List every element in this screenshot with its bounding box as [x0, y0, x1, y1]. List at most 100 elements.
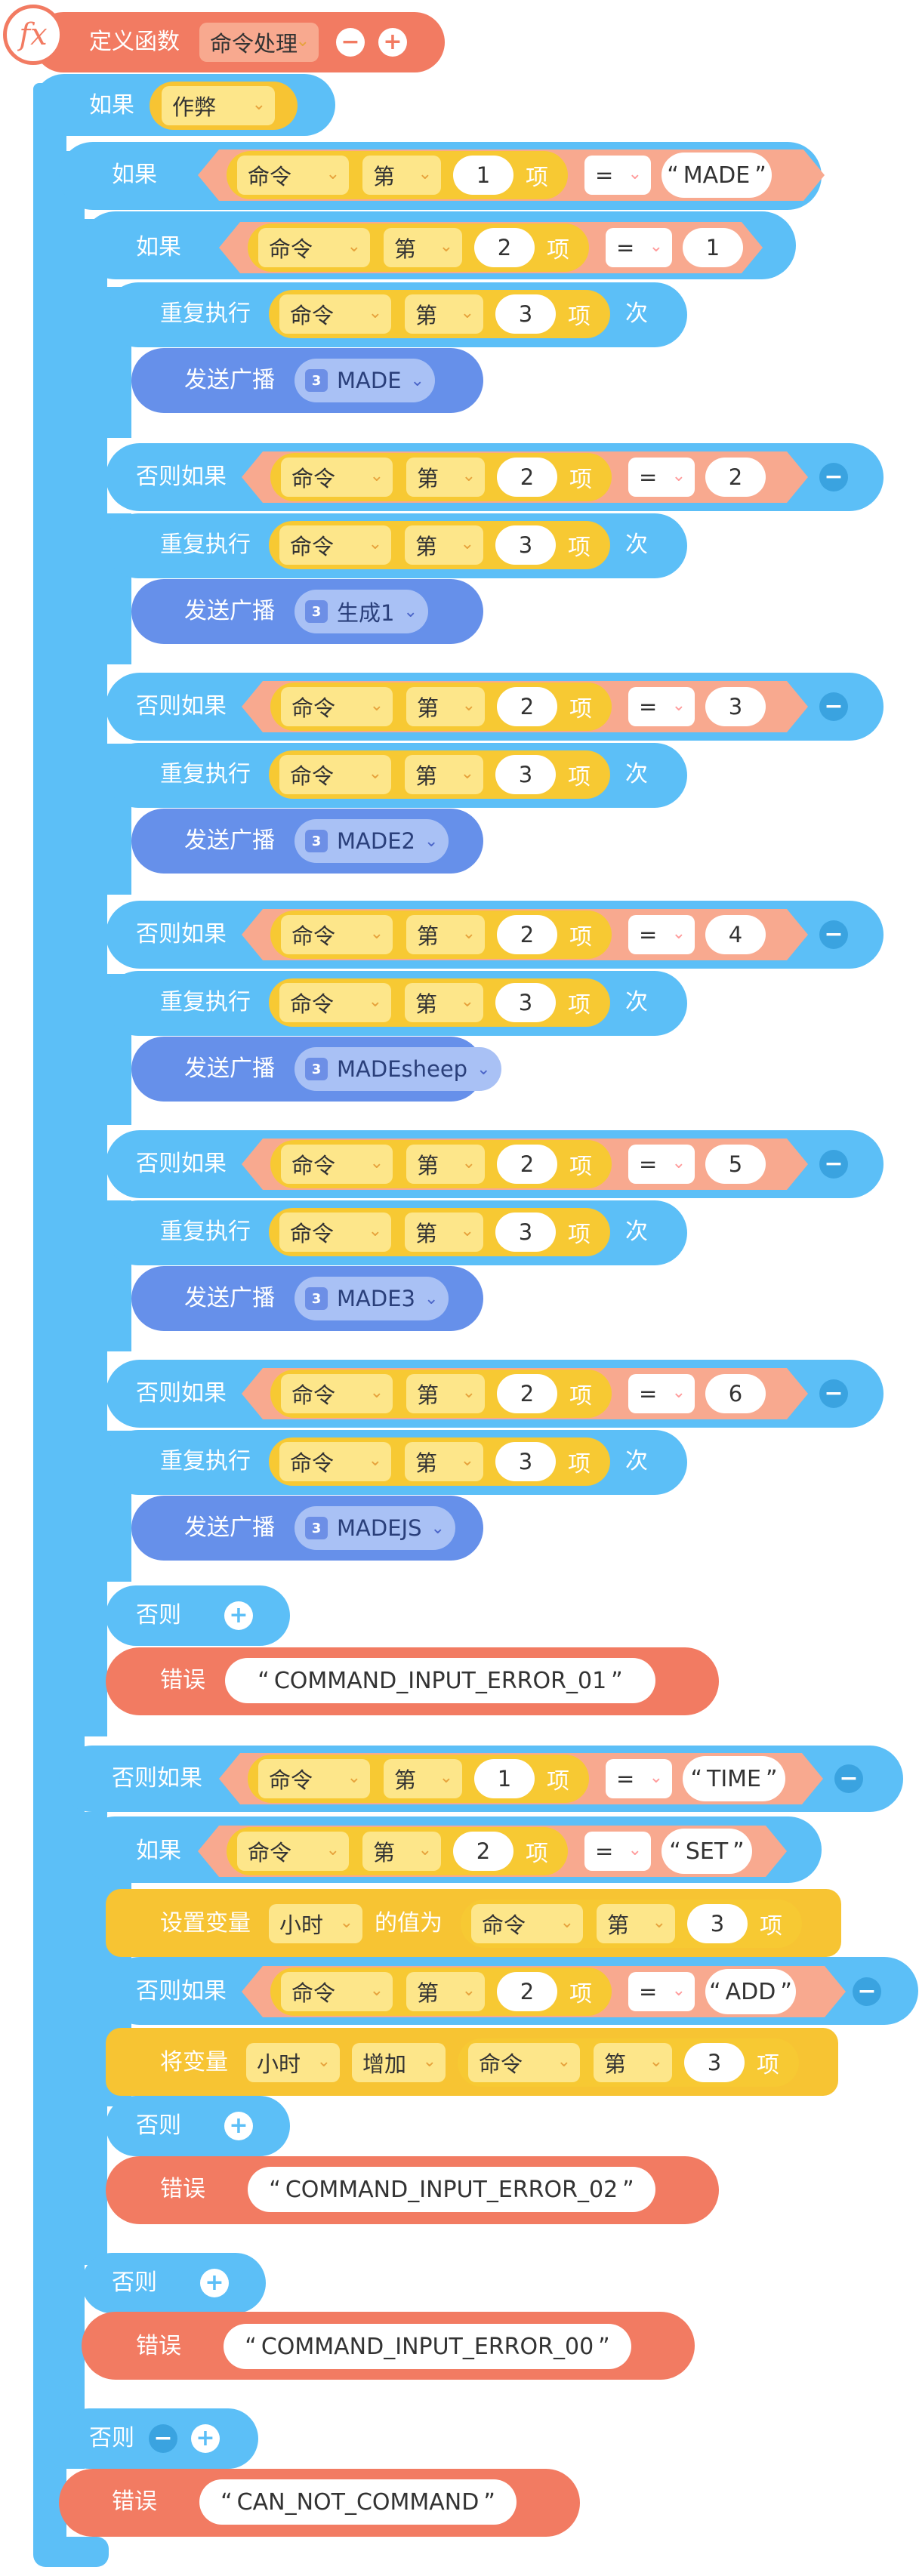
set-variable-dropdown[interactable]: 小时⌄ — [269, 1904, 362, 1943]
else-if-add-remove-button[interactable]: − — [853, 1977, 881, 2006]
else-if-6-condition-left-index-input[interactable]: 2 — [497, 1374, 557, 1413]
else-if-add-condition-left-index-input[interactable]: 2 — [497, 1972, 557, 2011]
set-variable-value-index-dropdown[interactable]: 第⌄ — [597, 1904, 675, 1943]
set-variable-value-index-input[interactable]: 3 — [687, 1904, 748, 1943]
change-variable-value-index-input[interactable]: 3 — [684, 2043, 745, 2082]
else-if-time-condition-left-index-input[interactable]: 1 — [474, 1759, 535, 1798]
else-if-time-remove-button[interactable]: − — [834, 1764, 863, 1793]
else-time-sub-add-button[interactable]: + — [224, 2112, 253, 2140]
else-if-2-condition-left-index-input[interactable]: 2 — [497, 458, 557, 497]
else-if-time-condition-right-string[interactable]: “TIME” — [683, 1756, 785, 1801]
group3-repeat-count-index-dropdown[interactable]: 第⌄ — [405, 755, 483, 794]
else-if-2-condition-left-list-dropdown[interactable]: 命令⌄ — [281, 458, 393, 497]
else-if-6-condition-left-index-dropdown[interactable]: 第⌄ — [406, 1374, 485, 1413]
group5-repeat-count-index-input[interactable]: 3 — [495, 1213, 556, 1252]
else-if-5-condition-left-index-dropdown[interactable]: 第⌄ — [406, 1145, 485, 1184]
if-sub1-condition-operator-dropdown[interactable]: =⌄ — [606, 228, 672, 267]
if-sub1-condition-right-value[interactable]: 1 — [683, 228, 743, 267]
change-variable-dropdown[interactable]: 小时⌄ — [246, 2043, 340, 2082]
else-cheat-add-button[interactable]: + — [191, 2424, 220, 2453]
else-if-time-condition-operator-dropdown[interactable]: =⌄ — [606, 1759, 672, 1798]
if-sub1-condition-left-index-dropdown[interactable]: 第⌄ — [384, 228, 462, 267]
group3-repeat-count-index-input[interactable]: 3 — [495, 755, 556, 794]
else-if-2-condition-left-index-dropdown[interactable]: 第⌄ — [406, 458, 485, 497]
else-if-5-condition-operator-dropdown[interactable]: =⌄ — [628, 1145, 695, 1184]
else-if-time-condition-left-list-dropdown[interactable]: 命令⌄ — [258, 1759, 370, 1798]
group5-repeat-count-list-dropdown[interactable]: 命令⌄ — [279, 1213, 391, 1252]
if-made-condition-left-list-dropdown[interactable]: 命令⌄ — [237, 156, 349, 195]
else-if-6-condition-left-list-dropdown[interactable]: 命令⌄ — [281, 1374, 393, 1413]
group4-repeat-count-list-dropdown[interactable]: 命令⌄ — [279, 983, 391, 1022]
else-if-add-condition-operator-dropdown[interactable]: =⌄ — [628, 1972, 695, 2011]
group2-repeat-count-list-dropdown[interactable]: 命令⌄ — [279, 525, 391, 565]
else-sub-add-button[interactable]: + — [224, 1601, 253, 1630]
if-made-condition-left-index-input[interactable]: 1 — [453, 156, 513, 195]
define-add-button[interactable]: + — [378, 28, 407, 57]
change-variable-value-list-dropdown[interactable]: 命令⌄ — [468, 2043, 580, 2082]
else-made-add-button[interactable]: + — [200, 2269, 229, 2297]
else-if-6-condition-operator-dropdown[interactable]: =⌄ — [628, 1374, 695, 1413]
group1-repeat-count-index-dropdown[interactable]: 第⌄ — [405, 294, 483, 334]
error-cannot-string[interactable]: “CAN_NOT_COMMAND” — [199, 2479, 517, 2525]
group1-repeat-count-index-input[interactable]: 3 — [495, 294, 556, 334]
if-sub1-condition-left-index-input[interactable]: 2 — [474, 228, 535, 267]
else-if-4-condition-left-index-input[interactable]: 2 — [497, 915, 557, 954]
group1-repeat-count-list-dropdown[interactable]: 命令⌄ — [279, 294, 391, 334]
group3-repeat-count-list-dropdown[interactable]: 命令⌄ — [279, 755, 391, 794]
else-if-5-condition-right-value[interactable]: 5 — [705, 1145, 766, 1184]
if-set-condition-left-index-input[interactable]: 2 — [453, 1832, 513, 1871]
error-01-string[interactable]: “COMMAND_INPUT_ERROR_01” — [225, 1658, 655, 1703]
change-mode-dropdown[interactable]: 增加⌄ — [352, 2043, 446, 2082]
else-if-6-condition-right-value[interactable]: 6 — [705, 1374, 766, 1413]
else-if-3-remove-button[interactable]: − — [819, 692, 848, 721]
else-if-time-condition-left-index-dropdown[interactable]: 第⌄ — [384, 1759, 462, 1798]
else-if-3-condition-left-index-input[interactable]: 2 — [497, 687, 557, 726]
group6-repeat-count-index-dropdown[interactable]: 第⌄ — [405, 1442, 483, 1481]
else-if-add-condition-left-index-dropdown[interactable]: 第⌄ — [406, 1972, 485, 2011]
else-if-4-condition-left-list-dropdown[interactable]: 命令⌄ — [281, 915, 393, 954]
cheat-variable-dropdown[interactable]: 作弊⌄ — [162, 86, 275, 125]
if-set-condition-left-index-dropdown[interactable]: 第⌄ — [362, 1832, 441, 1871]
else-if-3-condition-left-list-dropdown[interactable]: 命令⌄ — [281, 687, 393, 726]
else-if-5-condition-left-list-dropdown[interactable]: 命令⌄ — [281, 1145, 393, 1184]
else-if-4-condition-operator-dropdown[interactable]: =⌄ — [628, 915, 695, 954]
else-if-2-remove-button[interactable]: − — [819, 463, 848, 491]
change-variable-value-index-dropdown[interactable]: 第⌄ — [594, 2043, 672, 2082]
error-00-string[interactable]: “COMMAND_INPUT_ERROR_00” — [224, 2324, 631, 2369]
set-variable-value-list-dropdown[interactable]: 命令⌄ — [471, 1904, 583, 1943]
if-sub1-condition-left-list-dropdown[interactable]: 命令⌄ — [258, 228, 370, 267]
if-made-condition-right-string[interactable]: “MADE” — [661, 153, 772, 198]
if-made-condition-left-index-dropdown[interactable]: 第⌄ — [362, 156, 441, 195]
else-if-5-remove-button[interactable]: − — [819, 1150, 848, 1179]
else-if-3-condition-right-value[interactable]: 3 — [705, 687, 766, 726]
else-if-2-condition-operator-dropdown[interactable]: =⌄ — [628, 458, 695, 497]
group5-repeat-count-index-dropdown[interactable]: 第⌄ — [405, 1213, 483, 1252]
group6-repeat-count-index-input[interactable]: 3 — [495, 1442, 556, 1481]
if-made-condition-operator-dropdown[interactable]: =⌄ — [584, 156, 651, 195]
define-remove-button[interactable]: − — [336, 28, 365, 57]
group2-repeat-count-index-dropdown[interactable]: 第⌄ — [405, 525, 483, 565]
else-if-4-condition-right-value[interactable]: 4 — [705, 915, 766, 954]
group2-repeat-count-index-input[interactable]: 3 — [495, 525, 556, 565]
error-02-string[interactable]: “COMMAND_INPUT_ERROR_02” — [248, 2167, 655, 2212]
if-set-condition-operator-dropdown[interactable]: =⌄ — [584, 1832, 651, 1871]
group4-repeat-count-index-input[interactable]: 3 — [495, 983, 556, 1022]
else-if-4-condition-left-index-dropdown[interactable]: 第⌄ — [406, 915, 485, 954]
if-set-condition-right-string[interactable]: “SET” — [661, 1829, 752, 1874]
else-cheat-remove-button[interactable]: − — [149, 2424, 177, 2453]
group6-repeat-count-list-dropdown[interactable]: 命令⌄ — [279, 1442, 391, 1481]
else-if-add-condition-left-list-dropdown[interactable]: 命令⌄ — [281, 1972, 393, 2011]
group4-repeat-count-index-dropdown[interactable]: 第⌄ — [405, 983, 483, 1022]
else-if-add-condition-right-string[interactable]: “ADD” — [705, 1969, 796, 2014]
if-set-condition-left-list-dropdown[interactable]: 命令⌄ — [237, 1832, 349, 1871]
function-name-field[interactable]: 命令处理⌄ — [199, 23, 319, 62]
else-if-4-remove-button[interactable]: − — [819, 920, 848, 949]
else-if-3-condition-operator-dropdown[interactable]: =⌄ — [628, 687, 695, 726]
